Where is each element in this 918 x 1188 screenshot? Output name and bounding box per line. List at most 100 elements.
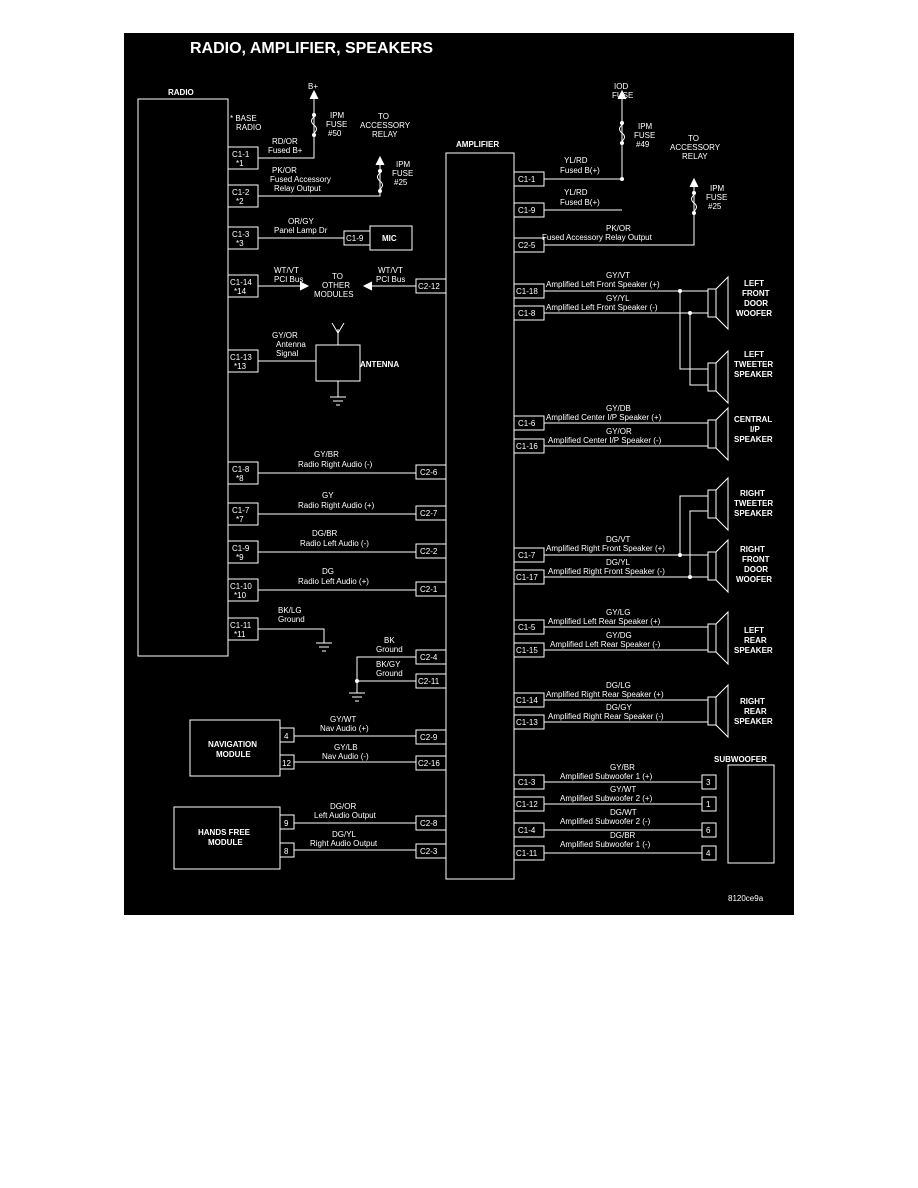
label-speakers-lf_woofer-1: FRONT — [742, 289, 770, 298]
label-radio-pins-4-0: C1-13 — [230, 353, 252, 362]
label-speakers-rf_woofer-0: RIGHT — [740, 545, 765, 554]
label-radio-pins-7-0: C1-9 — [232, 544, 250, 553]
label-amp_power_wires-c25-0: PK/OR — [606, 224, 631, 233]
label-speakers-lf_woofer-0: LEFT — [744, 279, 764, 288]
label-speakers-central-0: CENTRAL — [734, 415, 772, 424]
label-speaker_wires-13-1: Amplified Subwoofer 1 (-) — [560, 840, 651, 849]
label-radio_wires-w2-2: Relay Output — [274, 184, 321, 193]
label-amp_power_wires-c11-0: YL/RD — [564, 156, 588, 165]
label-nav-w2-0: GY/LB — [334, 743, 358, 752]
label-amplifier-right_pins-10: C1-15 — [516, 646, 538, 655]
central-ip-speaker — [707, 406, 729, 462]
label-radio_wires-w2-1: Fused Accessory — [270, 175, 331, 184]
label-amp_power_wires-c19-1: Fused B(+) — [560, 198, 600, 207]
label-speaker_wires-3-1: Amplified Center I/P Speaker (-) — [548, 436, 662, 445]
label-radio-pins-9-0: C1-11 — [230, 621, 252, 630]
label-radio_wires-w3-0: OR/GY — [288, 217, 314, 226]
label-radio-pins-3-1: *14 — [234, 287, 247, 296]
label-amplifier-right_pins-12: C1-13 — [516, 718, 538, 727]
label-amplifier-left_pins-4: C2-1 — [420, 585, 438, 594]
label-radio_wires-w7-0: GY — [322, 491, 334, 500]
label-speaker_wires-1-0: GY/YL — [606, 294, 630, 303]
label-speaker_wires-8-0: DG/LG — [606, 681, 631, 690]
label-other_modules-0: TO — [332, 272, 343, 281]
label-hf-label-1: MODULE — [208, 838, 243, 847]
label-hf-w1-1: Left Audio Output — [314, 811, 377, 820]
left-tweeter-speaker — [707, 349, 729, 405]
amplifier-box — [445, 152, 515, 880]
label-speaker_wires-11-1: Amplified Subwoofer 2 (+) — [560, 794, 653, 803]
label-power-b_plus: B+ — [308, 82, 318, 91]
label-speakers-rt_tweeter-0: RIGHT — [740, 489, 765, 498]
label-amplifier-right_pins-0: C1-1 — [518, 175, 536, 184]
label-speaker_wires-9-1: Amplified Right Rear Speaker (-) — [548, 712, 664, 721]
label-radio_wires-w11-0: BK/LG — [278, 606, 302, 615]
label-speaker_wires-0-0: GY/VT — [606, 271, 630, 280]
label-power-amp_fuse25-0: IPM — [710, 184, 725, 193]
label-speaker_wires-2-0: GY/DB — [606, 404, 631, 413]
right-tweeter-speaker — [707, 476, 729, 532]
label-power-amp_fuse25-2: #25 — [708, 202, 722, 211]
label-amplifier-right_pins-2: C2-5 — [518, 241, 536, 250]
label-radio_wires-w9-0: DG/BR — [312, 529, 338, 538]
label-radio-pins-0-1: *1 — [236, 159, 244, 168]
label-radio-pins-1-1: *2 — [236, 197, 244, 206]
label-amplifier-right_pins-6: C1-16 — [516, 442, 538, 451]
label-speaker_wires-12-0: DG/WT — [610, 808, 637, 817]
label-nav-pins-0: 4 — [284, 732, 289, 741]
label-power-iod_fuse-0: IOD — [614, 82, 628, 91]
label-power-fuse49-2: #49 — [636, 140, 650, 149]
label-speaker_wires-4-0: DG/VT — [606, 535, 631, 544]
label-radio_wires-w9-1: Radio Left Audio (-) — [300, 539, 369, 548]
label-amp_pci-1: PCI Bus — [376, 275, 405, 284]
label-hf-pins-1: 8 — [284, 847, 289, 856]
label-amplifier-right_pins-3: C1-18 — [516, 287, 538, 296]
label-grounds-c24-1: Ground — [376, 645, 403, 654]
label-radio_wires-w14-1: PCI Bus — [274, 275, 303, 284]
label-radio_wires-w11-1: Ground — [278, 615, 305, 624]
label-radio_wires-w8-0: GY/BR — [314, 450, 339, 459]
label-speaker_wires-12-1: Amplified Subwoofer 2 (-) — [560, 817, 651, 826]
label-radio_wires-w1-0: RD/OR — [272, 137, 298, 146]
label-speaker_wires-5-1: Amplified Right Front Speaker (-) — [548, 567, 665, 576]
label-amplifier-right_pins-13: C1-3 — [518, 778, 536, 787]
label-nav-pins-1: 12 — [282, 759, 291, 768]
label-radio_wires-w3-1: Panel Lamp Dr — [274, 226, 328, 235]
label-speakers-rf_woofer-3: WOOFER — [736, 575, 772, 584]
antenna-box — [315, 344, 361, 382]
label-power-fuse50-2: #50 — [328, 129, 342, 138]
label-speakers-rf_woofer-2: DOOR — [744, 565, 768, 574]
label-speakers-central-1: I/P — [750, 425, 760, 434]
label-power-acc_relay-0: TO — [378, 112, 389, 121]
label-power-amp_fuse25-1: FUSE — [706, 193, 727, 202]
hands-free-module-label: HANDS FREE — [198, 828, 251, 837]
label-speakers-lr-1: REAR — [744, 636, 767, 645]
label-nav-w1-1: Nav Audio (+) — [320, 724, 369, 733]
label-amplifier-right_pins-14: C1-12 — [516, 800, 538, 809]
label-power-fuse25-0: IPM — [396, 160, 411, 169]
label-speakers-lt_tweeter-1: TWEETER — [734, 360, 773, 369]
label-speaker_wires-1-1: Amplified Left Front Speaker (-) — [546, 303, 658, 312]
label-speaker_wires-7-1: Amplified Left Rear Speaker (-) — [550, 640, 661, 649]
label-amplifier-left_pins-1: C2-6 — [420, 468, 438, 477]
label-power-fuse25-2: #25 — [394, 178, 408, 187]
mic-label: MIC — [382, 234, 397, 243]
label-speaker_wires-3-0: GY/OR — [606, 427, 632, 436]
label-amplifier-left_pins-0: C2-12 — [418, 282, 440, 291]
label-radio-pins-3-0: C1-14 — [230, 278, 252, 287]
label-speaker_wires-7-0: GY/DG — [606, 631, 632, 640]
subwoofer-label: SUBWOOFER — [714, 755, 767, 764]
label-speaker_wires-13-0: DG/BR — [610, 831, 636, 840]
label-subwoofer-pins-1: 1 — [706, 800, 711, 809]
label-amplifier-left_pins-10: C2-3 — [420, 847, 438, 856]
label-radio_wires-w8-1: Radio Right Audio (-) — [298, 460, 373, 469]
label-speaker_wires-2-1: Amplified Center I/P Speaker (+) — [546, 413, 662, 422]
label-subwoofer-pins-3: 4 — [706, 849, 711, 858]
label-speakers-central-2: SPEAKER — [734, 435, 773, 444]
label-amplifier-left_pins-7: C2-9 — [420, 733, 438, 742]
label-amplifier-right_pins-15: C1-4 — [518, 826, 536, 835]
label-radio-note-1: RADIO — [236, 123, 261, 132]
label-amp_power_wires-c11-1: Fused B(+) — [560, 166, 600, 175]
label-radio_wires-w2-0: PK/OR — [272, 166, 297, 175]
label-other_modules-1: OTHER — [322, 281, 350, 290]
